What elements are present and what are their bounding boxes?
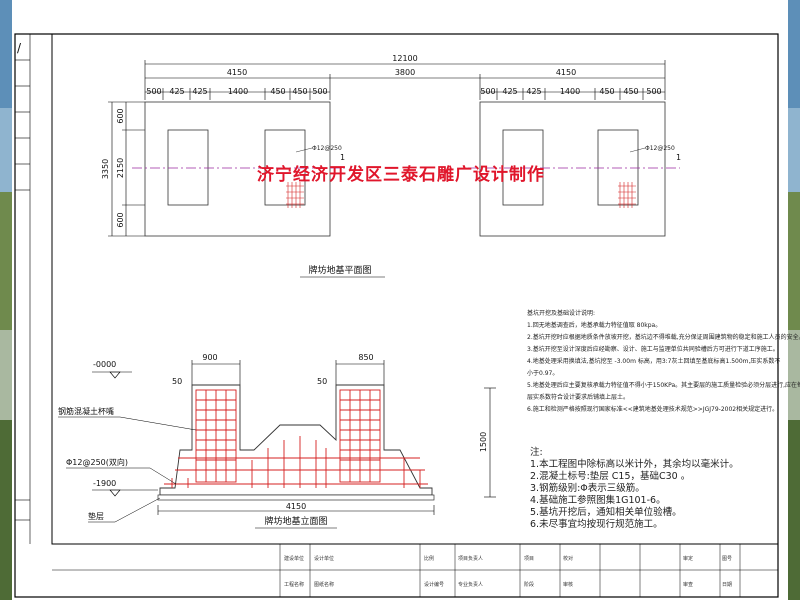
segment-dims-right: 500 425 425 1400 450 450 500 <box>480 87 661 96</box>
rebar-callout-left: Φ12@250 <box>312 145 342 152</box>
general-notes-title: 注: <box>530 446 543 458</box>
right-photo-strip <box>788 0 800 600</box>
svg-text:日期: 日期 <box>722 582 732 588</box>
elevation-caption: 牌坊地基立面图 <box>264 515 327 527</box>
note-line: 4.地基处理采用换填法,基坑挖至 -3.00m 标高，用3:7灰土回填至基底标高… <box>527 357 780 365</box>
svg-text:项目: 项目 <box>524 556 534 562</box>
svg-text:校对: 校对 <box>563 555 573 562</box>
title-block: 建设单位 设计单位 项目负责人 专业负责人 校对 审核 图号 日期 工程名称 图… <box>52 543 778 597</box>
dim-4150-bottom: 4150 <box>286 502 306 511</box>
dim-12100: 12100 <box>392 54 417 63</box>
rebar-cage-left <box>195 389 237 483</box>
dim-850: 850 <box>358 353 373 362</box>
plan-caption: 牌坊地基平面图 <box>308 264 371 276</box>
svg-text:500: 500 <box>146 87 161 96</box>
note-line: 层实系数符合设计要求后铺填上层土。 <box>527 393 629 401</box>
rebar-callout-right: Φ12@250 <box>645 145 675 152</box>
svg-text:比例: 比例 <box>424 555 434 562</box>
svg-text:450: 450 <box>292 87 307 96</box>
svg-text:425: 425 <box>502 87 517 96</box>
svg-text:图号: 图号 <box>722 556 732 562</box>
level-bottom: -1900 <box>93 479 116 488</box>
dim-900: 900 <box>202 353 217 362</box>
left-photo-strip <box>0 0 12 600</box>
pier-socket-left-b <box>264 129 306 206</box>
svg-text:项目负责人: 项目负责人 <box>458 555 483 562</box>
dim-600-top: 600 <box>116 108 125 123</box>
general-notes: 注: 1.本工程图中除标高以米计外，其余均以毫米计。 2.混凝土标号:垫层 C1… <box>530 446 739 530</box>
general-note-line: 1.本工程图中除标高以米计外，其余均以毫米计。 <box>530 458 739 470</box>
foundation-outline <box>159 384 433 496</box>
note-line: 5.地基处理后应主要复核承载力特征值不得小于150KPa。其主要层的施工质量检验… <box>527 381 800 389</box>
elevation-view: 900 850 50 50 -0000 -1900 <box>58 353 496 529</box>
general-note-line: 3.钢筋级别:Φ表示三级筋。 <box>530 482 645 494</box>
dim-2150: 2150 <box>116 158 125 178</box>
svg-text:专业负责人: 专业负责人 <box>458 581 483 588</box>
rebar-base-mesh <box>164 436 428 488</box>
svg-text:设计编号: 设计编号 <box>424 581 444 588</box>
general-note-line: 5.基坑开挖后，通知相关单位验槽。 <box>530 506 682 518</box>
note-line: 小于0.97。 <box>527 369 558 377</box>
svg-text:审查: 审查 <box>683 581 693 588</box>
dim-4150-left: 4150 <box>227 68 247 77</box>
label-rc-cup: 钢筋混凝土杯嘴 <box>58 406 114 416</box>
general-note-line: 6.未尽事宜均按现行规范施工。 <box>530 518 663 530</box>
svg-text:阶段: 阶段 <box>524 581 534 588</box>
svg-text:450: 450 <box>623 87 638 96</box>
cushion-layer <box>157 494 435 501</box>
svg-text:图纸名称: 图纸名称 <box>314 581 334 588</box>
margin-mark: / <box>17 41 22 55</box>
dim-50-mid: 50 <box>317 377 327 386</box>
general-note-line: 4.基础施工参照图集1G101-6。 <box>530 494 666 506</box>
svg-text:工程名称: 工程名称 <box>284 581 304 588</box>
pier-socket-right-b <box>597 129 639 206</box>
svg-text:审定: 审定 <box>683 555 693 562</box>
dim-4150-right: 4150 <box>556 68 576 77</box>
svg-text:500: 500 <box>646 87 661 96</box>
svg-text:425: 425 <box>192 87 207 96</box>
note-line: 2.基坑开挖时应根据地质条件放坡开挖，基坑边不得堆载,充分保证周围建筑物的稳定和… <box>527 333 800 341</box>
note-line: 6.施工和检测严格按照现行国家标准<<建筑地基处理技术规范>>JGJ79-200… <box>527 405 778 413</box>
svg-text:1400: 1400 <box>228 87 248 96</box>
label-rebar-spec: Φ12@250(双向) <box>66 457 128 467</box>
svg-text:425: 425 <box>169 87 184 96</box>
footing-right <box>479 101 666 237</box>
note-line: 1.回无地基调查后，地基承载力特征值取 80kpa。 <box>527 321 661 329</box>
svg-text:审核: 审核 <box>563 581 573 588</box>
dim-3800: 3800 <box>395 68 415 77</box>
watermark-text: 济宁经济开发区三泰石雕广设计制作 <box>257 164 545 185</box>
section-mark-right: 1 <box>676 153 681 162</box>
construction-notes: 基坑开挖及基础设计说明: 1.回无地基调查后，地基承载力特征值取 80kpa。 … <box>527 309 800 413</box>
section-mark-left: 1 <box>340 153 345 162</box>
pier-socket-left-a <box>167 129 209 206</box>
level-top: -0000 <box>93 360 116 369</box>
notes-title: 基坑开挖及基础设计说明: <box>527 309 595 317</box>
rebar-hatch-right <box>618 182 636 208</box>
plan-view: 12100 4150 3800 4150 500 425 425 1400 45… <box>101 54 681 278</box>
svg-text:500: 500 <box>312 87 327 96</box>
dim-600-bottom: 600 <box>116 212 125 227</box>
svg-text:设计单位: 设计单位 <box>314 555 334 562</box>
general-note-line: 2.混凝土标号:垫层 C15，基础C30 。 <box>530 470 690 482</box>
dim-50-left: 50 <box>172 377 182 386</box>
svg-text:425: 425 <box>526 87 541 96</box>
footing-left <box>144 101 331 237</box>
segment-dims-left: 500 425 425 1400 450 450 500 <box>146 87 327 96</box>
pier-socket-right-a <box>502 129 544 206</box>
svg-text:450: 450 <box>599 87 614 96</box>
dim-3350: 3350 <box>101 159 110 179</box>
svg-text:500: 500 <box>480 87 495 96</box>
rebar-hatch-left <box>286 182 304 208</box>
svg-text:450: 450 <box>270 87 285 96</box>
svg-text:建设单位: 建设单位 <box>284 555 304 562</box>
dim-1500: 1500 <box>479 432 488 452</box>
label-cushion: 垫层 <box>88 511 104 521</box>
binding-margin-ticks <box>15 59 30 521</box>
svg-text:1400: 1400 <box>560 87 580 96</box>
note-line: 3.基坑开挖至设计深度后应经勘察、设计、施工与监理单位共同验槽后方可进行下道工序… <box>527 345 779 353</box>
